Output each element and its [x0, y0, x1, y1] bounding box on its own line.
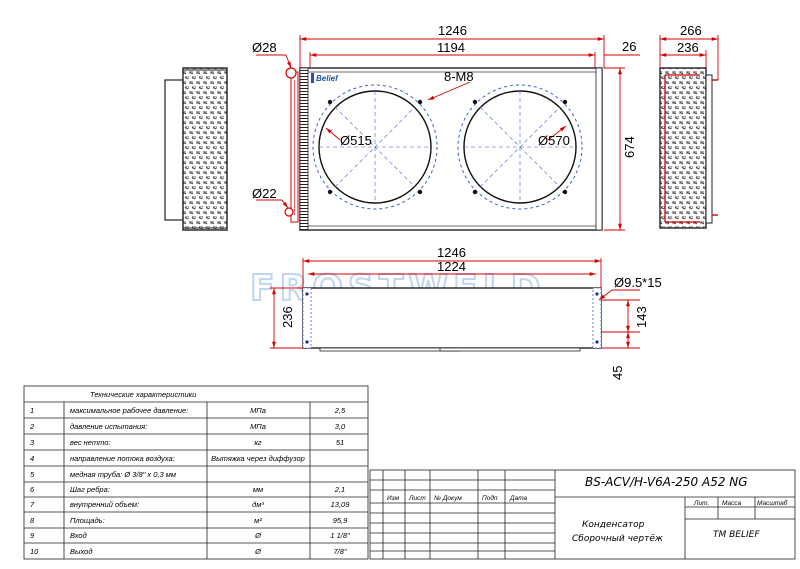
spec-n-cell: 6: [30, 485, 35, 494]
dim-fan-guard: Ø515: [340, 133, 372, 148]
spec-unit-cell: мм: [253, 485, 263, 494]
spec-value-cell: 1 1/8": [330, 531, 350, 540]
spec-value-cell: 7/8": [333, 547, 346, 556]
company-name: TM BELIEF: [713, 530, 760, 540]
spec-n-cell: 8: [30, 516, 35, 525]
logo-text: Belief: [316, 74, 339, 83]
col-date: Дата: [509, 495, 528, 502]
spec-value-cell: 51: [336, 438, 344, 447]
front-dimensions: [256, 35, 640, 231]
spec-table-title: Технические характеристики: [90, 390, 197, 399]
spec-name-cell: Шаг ребра:: [70, 485, 110, 494]
dim-bottom-slots: Ø9.5*15: [614, 275, 662, 290]
spec-name-cell: медная труба: Ø 3/8" x 0,3 мм: [70, 470, 176, 479]
dim-front-inner-width: 1194: [437, 40, 465, 55]
spec-unit-cell: кг: [254, 438, 262, 447]
spec-unit-cell: Вытяжка через диффузор: [211, 454, 305, 463]
right-side-view: [659, 67, 718, 229]
spec-n-cell: 4: [30, 454, 34, 463]
spec-name-cell: максимальное рабочее давление:: [70, 406, 188, 415]
spec-name-cell: Вход: [70, 531, 87, 540]
spec-unit-cell: МПа: [250, 406, 266, 415]
dim-side-body-depth: 236: [677, 40, 699, 55]
dim-fan-diameter: Ø570: [538, 133, 570, 148]
front-view: Belief: [284, 67, 603, 231]
spec-value-cell: 95,9: [333, 516, 348, 525]
spec-n-cell: 2: [29, 422, 35, 431]
spec-table: [23, 385, 369, 560]
spec-n-cell: 5: [30, 470, 35, 479]
dim-bottom-height: 236: [280, 306, 295, 328]
spec-n-cell: 1: [30, 406, 34, 415]
part-doc-type: Сборочный чертёж: [572, 534, 664, 544]
spec-n-cell: 9: [30, 531, 35, 540]
spec-n-cell: 7: [30, 500, 35, 509]
col-sign: Подп: [482, 494, 498, 502]
dim-front-collector: 26: [622, 39, 636, 54]
spec-name-cell: внутренний объем:: [70, 500, 139, 509]
dim-inlet-diameter: Ø28: [252, 40, 277, 55]
spec-n-cell: 3: [30, 438, 35, 447]
spec-unit-cell: Ø: [254, 547, 262, 556]
scale-label: Масштаб: [757, 499, 788, 507]
spec-name-cell: Выход: [70, 547, 93, 556]
spec-name-cell: давление испытания:: [70, 422, 147, 431]
spec-unit-cell: дм³: [252, 500, 264, 509]
spec-value-cell: 2,5: [334, 406, 346, 415]
spec-name-cell: направление потока воздуха:: [70, 454, 175, 463]
col-list: Лист: [408, 495, 426, 502]
drawing-code: BS-ACV/H-V6A-250 A52 NG: [585, 475, 748, 489]
col-izm: Изм: [387, 495, 400, 502]
spec-unit-cell: Ø: [254, 531, 262, 540]
spec-name-cell: Площадь:: [70, 516, 105, 525]
dim-bottom-total-width: 1246: [437, 245, 466, 260]
mass-label: Масса: [722, 500, 742, 507]
part-name: Конденсатор: [582, 520, 645, 530]
dim-outlet-diameter: Ø22: [252, 186, 277, 201]
spec-unit-cell: МПа: [250, 422, 266, 431]
dim-side-total-depth: 266: [680, 23, 702, 38]
dim-front-total-width: 1246: [438, 23, 467, 38]
spec-value-cell: 13,09: [331, 500, 351, 509]
spec-n-cell: 10: [30, 547, 39, 556]
dim-bottom-base: 45: [610, 366, 625, 380]
dim-bottom-mount: 143: [634, 306, 649, 328]
dim-bottom-rail-spacing: 1224: [437, 259, 466, 274]
lit-label: Лит.: [693, 500, 709, 507]
spec-rows: 1 максимальное рабочее давление: МПа 2,5 2 да…: [29, 406, 350, 556]
title-block: [369, 469, 796, 560]
spec-unit-cell: м²: [254, 516, 262, 525]
left-side-view: [164, 67, 228, 231]
spec-value-cell: 2,1: [334, 485, 345, 494]
spec-value-cell: 3,0: [335, 422, 346, 431]
belief-logo: Belief: [311, 73, 339, 83]
col-doc: № Докум: [434, 495, 462, 502]
bottom-view: [302, 287, 602, 352]
dim-bolts: 8-M8: [444, 69, 474, 84]
spec-name-cell: вес нетто:: [70, 438, 111, 447]
dim-front-height: 674: [622, 136, 637, 158]
